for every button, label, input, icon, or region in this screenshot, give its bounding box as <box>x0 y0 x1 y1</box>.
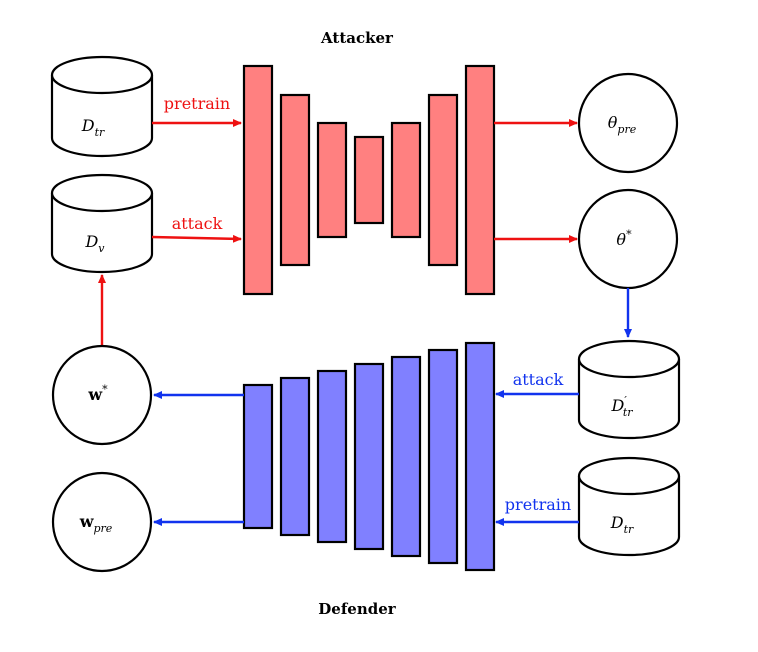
defender-layer-7 <box>464 341 496 572</box>
attacker-theta-star-label: θ* <box>616 228 632 249</box>
attacker-theta-pre-label: θpre <box>608 113 637 136</box>
defender-w-star-node <box>51 344 153 446</box>
defender-pretrain-label: pretrain <box>505 495 571 514</box>
defender-dataset-tr-label: Dtr <box>610 513 634 536</box>
attacker-attack-arrow <box>151 234 242 243</box>
attacker-dataset-train-label: Dtr <box>81 116 105 139</box>
defender-layer-5 <box>390 355 422 558</box>
attacker-title: Attacker <box>320 29 394 47</box>
attacker-layer-6 <box>427 93 459 267</box>
defender-dataset-tr-cylinder: Dtr <box>577 456 681 557</box>
defender-w-star-label: w* <box>87 383 108 404</box>
defender-layer-4 <box>353 362 385 551</box>
attacker-layer-1 <box>242 64 274 296</box>
defender-title: Defender <box>318 600 396 618</box>
defender-layer-1 <box>242 383 274 530</box>
attacker-layer-7 <box>464 64 496 296</box>
defender-w-pre-node <box>51 471 153 573</box>
attacker-theta-pre-node <box>577 72 679 174</box>
defender-w-pre-label: wpre <box>79 512 113 535</box>
attacker-pretrain-label: pretrain <box>164 94 230 113</box>
defender-layer-2 <box>279 376 311 537</box>
defender-dataset-tr-prime-label: D′tr <box>610 394 633 419</box>
attacker-layer-5 <box>390 121 422 239</box>
defender-dataset-tr-prime-cylinder: D′tr <box>577 339 681 440</box>
attacker-dataset-v-label: Dv <box>84 232 105 255</box>
attacker-dataset-v-cylinder: Dv <box>50 173 154 274</box>
defender-attack-label: attack <box>513 370 564 389</box>
attacker-layer-3 <box>316 121 348 239</box>
attacker-dataset-train-cylinder: Dtr <box>50 55 154 158</box>
defender-network <box>242 341 496 572</box>
attacker-layer-4 <box>353 135 385 225</box>
attacker-layer-2 <box>279 93 311 267</box>
defender-layer-6 <box>427 348 459 565</box>
defender-layer-3 <box>316 369 348 544</box>
attacker-network <box>242 64 496 296</box>
attacker-attack-label: attack <box>172 214 223 233</box>
